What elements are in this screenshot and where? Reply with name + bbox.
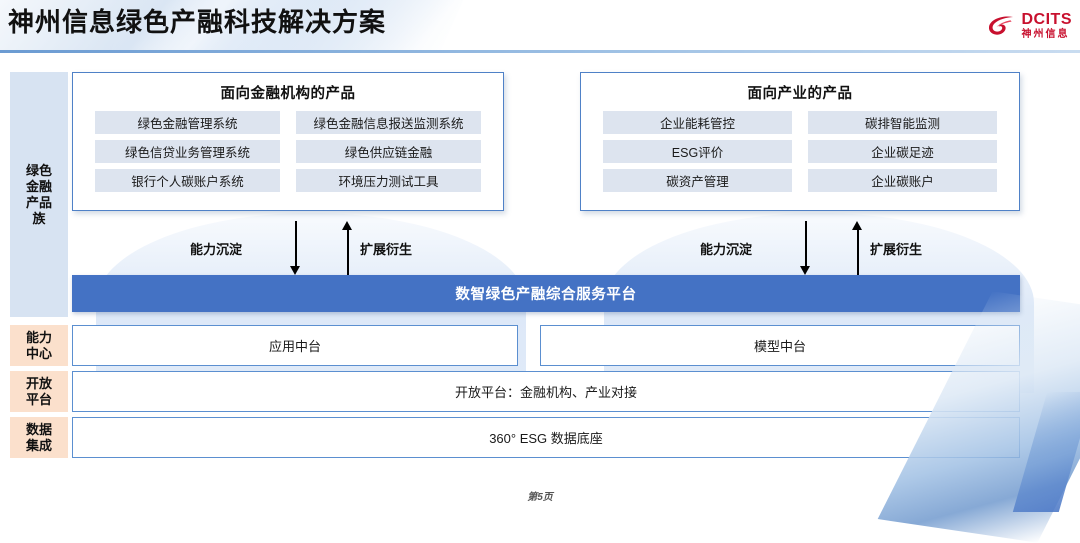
sidebar-label-green-finance-products: 绿色 金融 产品 族: [25, 162, 52, 226]
panel-grid-financial: 绿色金融管理系统 绿色金融信息报送监测系统 绿色信贷业务管理系统 绿色供应链金融…: [73, 103, 503, 192]
platform-bar-label: 数智绿色产融综合服务平台: [455, 287, 637, 303]
logo-text-en: DCITS: [1021, 11, 1072, 28]
arrow-up-icon: [852, 221, 863, 275]
panel-title-industry: 面向产业的产品: [747, 86, 853, 102]
sidebar-label-open-platform: 开放 平台: [25, 375, 52, 407]
product-chip[interactable]: 绿色金融信息报送监测系统: [296, 111, 481, 134]
dcits-swoosh-icon: [988, 16, 1013, 35]
row-label-data-foundation: 360° ESG 数据底座: [489, 431, 603, 446]
row-label-open-platform: 开放平台：金融机构、产业对接: [454, 385, 637, 400]
sidebar-label-capability-center: 能力 中心: [25, 329, 52, 361]
panel-grid-industry: 企业能耗管控 碳排智能监测 ESG评价 企业碳足迹 碳资产管理 企业碳账户: [581, 103, 1019, 192]
product-chip[interactable]: 企业碳账户: [808, 169, 997, 192]
arrow-up-icon: [342, 221, 353, 275]
arrow-label-expansion-derivation: 扩展衍生: [870, 242, 923, 257]
platform-bar[interactable]: 数智绿色产融综合服务平台: [72, 275, 1020, 312]
row-open-platform[interactable]: 开放平台：金融机构、产业对接: [72, 371, 1020, 412]
header-divider: [0, 50, 1080, 53]
product-panel-industry: 面向产业的产品 企业能耗管控 碳排智能监测 ESG评价 企业碳足迹 碳资产管理 …: [580, 72, 1020, 211]
sidebar-item-data-integration[interactable]: 数据 集成: [10, 417, 68, 458]
logo-text-cn: 神州信息: [1021, 29, 1070, 40]
product-chip[interactable]: 银行个人碳账户系统: [95, 169, 280, 192]
product-chip[interactable]: 企业碳足迹: [808, 140, 997, 163]
row-label-model-middle-platform: 模型中台: [753, 339, 806, 354]
arrow-label-capability-precipitation: 能力沉淀: [190, 242, 243, 257]
product-chip[interactable]: 企业能耗管控: [603, 111, 792, 134]
sidebar-label-data-integration: 数据 集成: [25, 421, 52, 453]
sidebar-item-open-platform[interactable]: 开放 平台: [10, 371, 68, 412]
panel-title-financial: 面向金融机构的产品: [220, 86, 356, 102]
row-model-middle-platform[interactable]: 模型中台: [540, 325, 1020, 366]
product-chip[interactable]: 绿色信贷业务管理系统: [95, 140, 280, 163]
slide-header: 神州信息绿色产融科技解决方案 DCITS 神州信息: [0, 0, 1080, 53]
dcits-logo: DCITS 神州信息: [987, 8, 1073, 44]
arrow-group-left: 能力沉淀 扩展衍生: [180, 221, 470, 283]
arrow-label-expansion-derivation: 扩展衍生: [360, 242, 413, 257]
row-label-application-middle-platform: 应用中台: [268, 339, 321, 354]
sidebar-item-capability-center[interactable]: 能力 中心: [10, 325, 68, 366]
product-chip[interactable]: 碳排智能监测: [808, 111, 997, 134]
product-panel-financial: 面向金融机构的产品 绿色金融管理系统 绿色金融信息报送监测系统 绿色信贷业务管理…: [72, 72, 504, 211]
product-chip[interactable]: ESG评价: [603, 140, 792, 163]
product-chip[interactable]: 绿色金融管理系统: [95, 111, 280, 134]
arrow-down-icon: [290, 221, 301, 275]
arrow-label-capability-precipitation: 能力沉淀: [700, 242, 753, 257]
product-chip[interactable]: 碳资产管理: [603, 169, 792, 192]
row-application-middle-platform[interactable]: 应用中台: [72, 325, 518, 366]
product-chip[interactable]: 绿色供应链金融: [296, 140, 481, 163]
page-number: 第5页: [527, 492, 553, 503]
row-data-foundation[interactable]: 360° ESG 数据底座: [72, 417, 1020, 458]
page-title: 神州信息绿色产融科技解决方案: [8, 7, 387, 37]
slide-body: 绿色 金融 产品 族 能力 中心 开放 平台 数据 集成 面向金融机构的产品 绿…: [0, 53, 1080, 543]
product-chip[interactable]: 环境压力测试工具: [296, 169, 481, 192]
arrow-group-right: 能力沉淀 扩展衍生: [690, 221, 980, 283]
arrow-down-icon: [800, 221, 811, 275]
sidebar-item-green-finance-products[interactable]: 绿色 金融 产品 族: [10, 72, 68, 317]
